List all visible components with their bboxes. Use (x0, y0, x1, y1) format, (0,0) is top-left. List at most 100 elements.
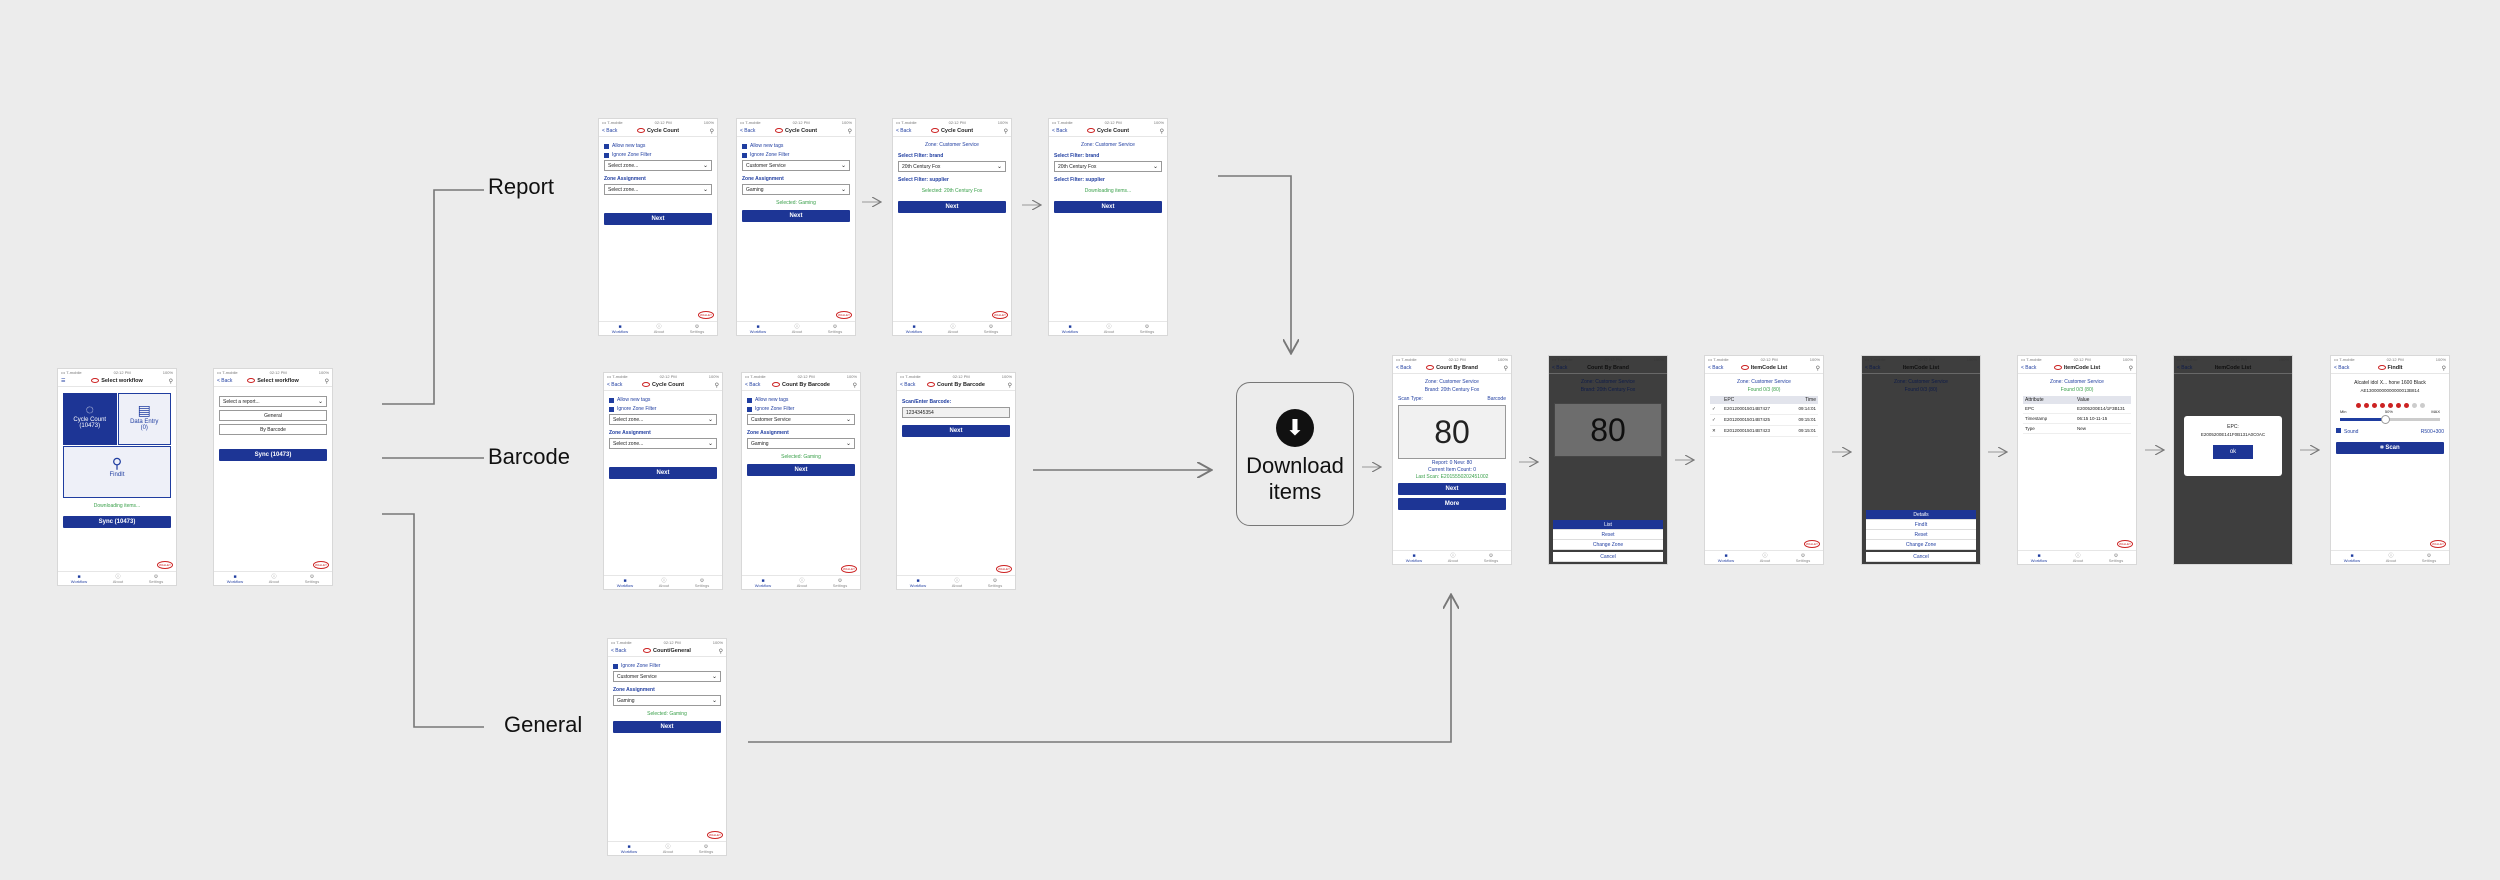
tab-settings[interactable]: ⚙Settings (828, 324, 842, 334)
zone-select[interactable]: Select zone...⌄ (609, 414, 717, 425)
sync-button[interactable]: Sync (10473) (219, 449, 327, 461)
next-button[interactable]: Next (902, 425, 1010, 437)
allow-new-tags-row[interactable]: Allow new tags (742, 143, 850, 149)
back-button[interactable]: < Back (896, 128, 912, 134)
next-button[interactable]: Next (742, 210, 850, 222)
allow-new-tags-row[interactable]: Allow new tags (604, 143, 712, 149)
sheet-change-zone[interactable]: Change Zone (1553, 540, 1663, 550)
tab-workflow[interactable]: ■Workflow (750, 324, 766, 334)
back-button[interactable]: < Back (2334, 365, 2350, 371)
tab-settings[interactable]: ⚙Settings (699, 844, 713, 854)
brand-select[interactable]: 20th Century Fox⌄ (898, 161, 1006, 172)
barcode-input[interactable]: 1234345354 (902, 407, 1010, 418)
menu-icon[interactable]: ☰ (61, 378, 66, 384)
zone-select[interactable]: Customer Service⌄ (613, 671, 721, 682)
data-entry-tile[interactable]: ▤Data Entry(0) (117, 393, 171, 445)
brand-select[interactable]: 20th Century Fox⌄ (1054, 161, 1162, 172)
sheet-details[interactable]: Details (1866, 510, 1976, 520)
back-button[interactable]: < Back (2021, 365, 2037, 371)
tab-workflow[interactable]: ■Workflow (910, 578, 926, 588)
tab-settings[interactable]: ⚙Settings (984, 324, 998, 334)
tab-workflow[interactable]: ■Workflow (2031, 553, 2047, 563)
sheet-reset[interactable]: Reset (1866, 530, 1976, 540)
tab-workflow[interactable]: ■Workflow (621, 844, 637, 854)
power-slider[interactable] (2340, 415, 2440, 424)
allow-new-tags-row[interactable]: Allow new tags (609, 397, 717, 403)
report-select[interactable]: Select a report...⌄ (219, 396, 327, 407)
zone-assignment-select[interactable]: Gaming⌄ (742, 184, 850, 195)
next-button[interactable]: Next (609, 467, 717, 479)
back-button[interactable]: < Back (1708, 365, 1724, 371)
tab-settings[interactable]: ⚙Settings (833, 578, 847, 588)
tab-workflow[interactable]: ■Workflow (1718, 553, 1734, 563)
back-button[interactable]: < Back (602, 128, 618, 134)
ignore-zone-filter-row[interactable]: Ignore Zone Filter (613, 663, 721, 669)
back-button[interactable]: < Back (900, 382, 916, 388)
ignore-zone-filter-row[interactable]: Ignore Zone Filter (747, 406, 855, 412)
tab-settings[interactable]: ⚙Settings (695, 578, 709, 588)
by-barcode-button[interactable]: By Barcode (219, 424, 327, 435)
zone-assignment-select[interactable]: Select zone...⌄ (609, 438, 717, 449)
back-button[interactable]: < Back (1396, 365, 1412, 371)
zone-select[interactable]: Customer Service⌄ (742, 160, 850, 171)
tab-workflow[interactable]: ■Workflow (755, 578, 771, 588)
tab-workflow[interactable]: ■Workflow (71, 574, 87, 584)
next-button[interactable]: Next (613, 721, 721, 733)
sync-button[interactable]: Sync (10473) (63, 516, 171, 528)
sheet-list[interactable]: List (1553, 520, 1663, 530)
back-button[interactable]: < Back (745, 382, 761, 388)
findit-tile[interactable]: ⚲FindIt (63, 446, 171, 498)
tab-settings[interactable]: ⚙Settings (1140, 324, 1154, 334)
tab-workflow[interactable]: ■Workflow (2344, 553, 2360, 563)
zone-select[interactable]: Customer Service⌄ (747, 414, 855, 425)
tab-workflow[interactable]: ■Workflow (227, 574, 243, 584)
zone-select[interactable]: Select zone...⌄ (604, 160, 712, 171)
next-button[interactable]: Next (747, 464, 855, 476)
ignore-zone-filter-row[interactable]: Ignore Zone Filter (609, 406, 717, 412)
tab-settings[interactable]: ⚙Settings (1484, 553, 1498, 563)
more-button[interactable]: More (1398, 498, 1506, 510)
zone-assignment-select[interactable]: Gaming⌄ (747, 438, 855, 449)
scan-type-value[interactable]: Barcode (1487, 396, 1506, 402)
back-button[interactable]: < Back (217, 378, 233, 384)
ignore-zone-filter-row[interactable]: Ignore Zone Filter (604, 152, 712, 158)
back-button[interactable]: < Back (607, 382, 623, 388)
next-button[interactable]: Next (604, 213, 712, 225)
tab-workflow[interactable]: ■Workflow (1062, 324, 1078, 334)
back-button[interactable]: < Back (1052, 128, 1068, 134)
tab-settings[interactable]: ⚙Settings (2422, 553, 2436, 563)
sheet-cancel[interactable]: Cancel (1866, 552, 1976, 562)
ok-button[interactable]: ok (2213, 445, 2253, 459)
tab-settings[interactable]: ⚙Settings (988, 578, 1002, 588)
sheet-reset[interactable]: Reset (1553, 530, 1663, 540)
tab-settings[interactable]: ⚙Settings (305, 574, 319, 584)
back-button[interactable]: < Back (611, 648, 627, 654)
allow-new-tags-row[interactable]: Allow new tags (747, 397, 855, 403)
general-button[interactable]: General (219, 410, 327, 421)
cycle-count-tile[interactable]: ◌Cycle Count(10473) (63, 393, 117, 445)
sheet-cancel[interactable]: Cancel (1553, 552, 1663, 562)
sheet-findit[interactable]: FindIt (1866, 520, 1976, 530)
tab-settings[interactable]: ⚙Settings (149, 574, 163, 584)
scan-button[interactable]: ⌗ Scan (2336, 442, 2444, 454)
zone-assignment-select[interactable]: Select zone...⌄ (604, 184, 712, 195)
next-button[interactable]: Next (898, 201, 1006, 213)
tab-workflow[interactable]: ■Workflow (1406, 553, 1422, 563)
